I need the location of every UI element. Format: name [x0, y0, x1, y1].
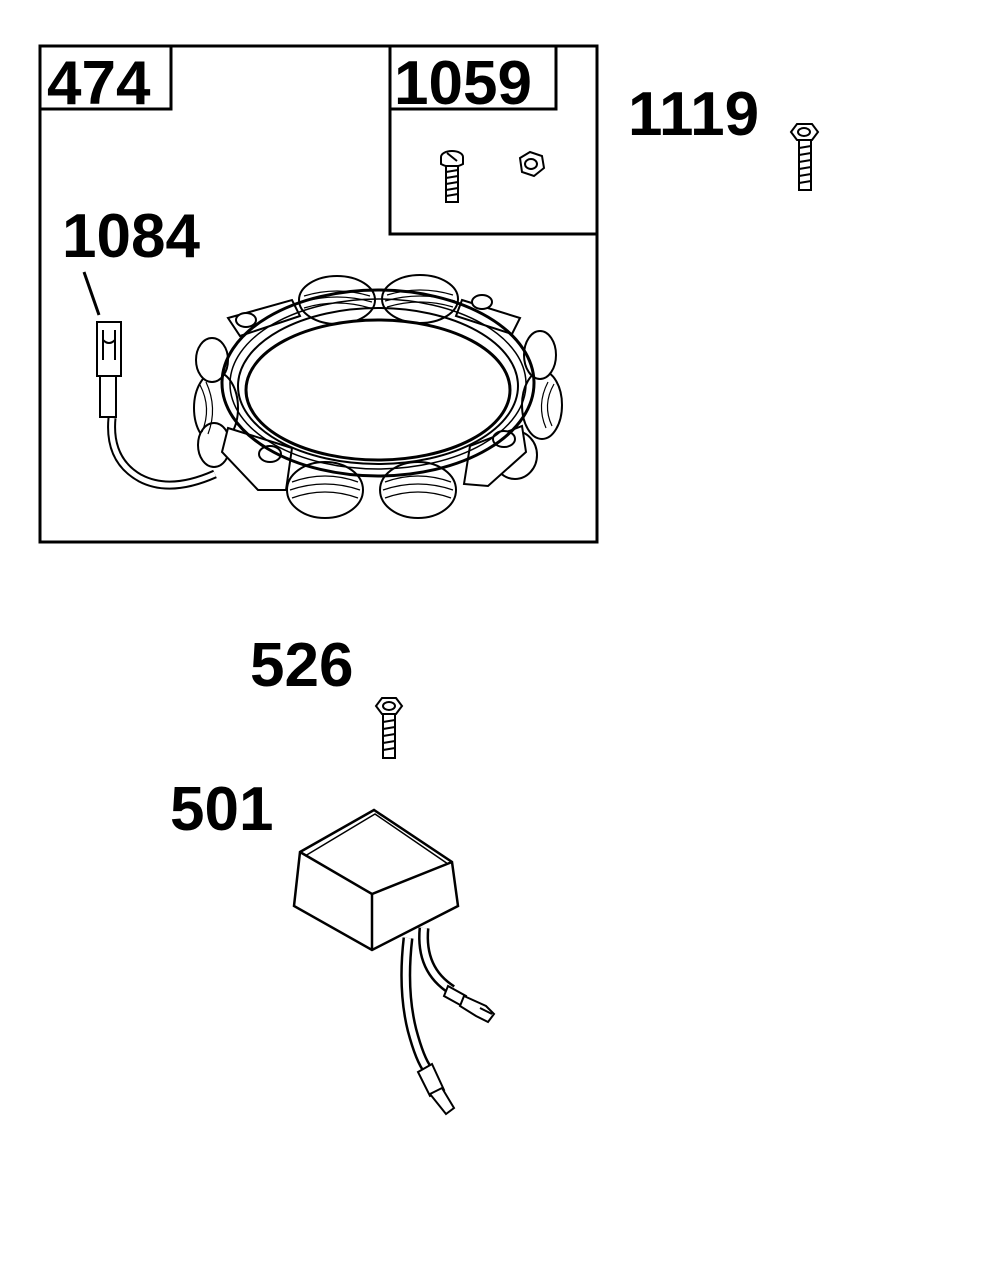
regulator-screw-icon: [374, 697, 404, 759]
hex-screw-icon: [789, 123, 820, 191]
stator-assembly-frame: [38, 44, 599, 544]
label-1119: 1119: [628, 80, 759, 149]
stator-lead-wire-icon: [96, 321, 217, 490]
label-1084: 1084: [62, 202, 200, 271]
frame-tag-1059: 1059: [394, 49, 532, 118]
label-501: 501: [170, 775, 273, 844]
frame-tag-474: 474: [47, 49, 151, 118]
leader-line-1084: [82, 271, 101, 316]
label-526: 526: [250, 631, 353, 700]
kit-screw-icon: [440, 150, 464, 203]
kit-nut-icon: [518, 150, 546, 178]
regulator-box-icon: [292, 808, 496, 1116]
fastener-kit-frame: [388, 44, 599, 236]
stator-ring-icon: [193, 274, 563, 519]
